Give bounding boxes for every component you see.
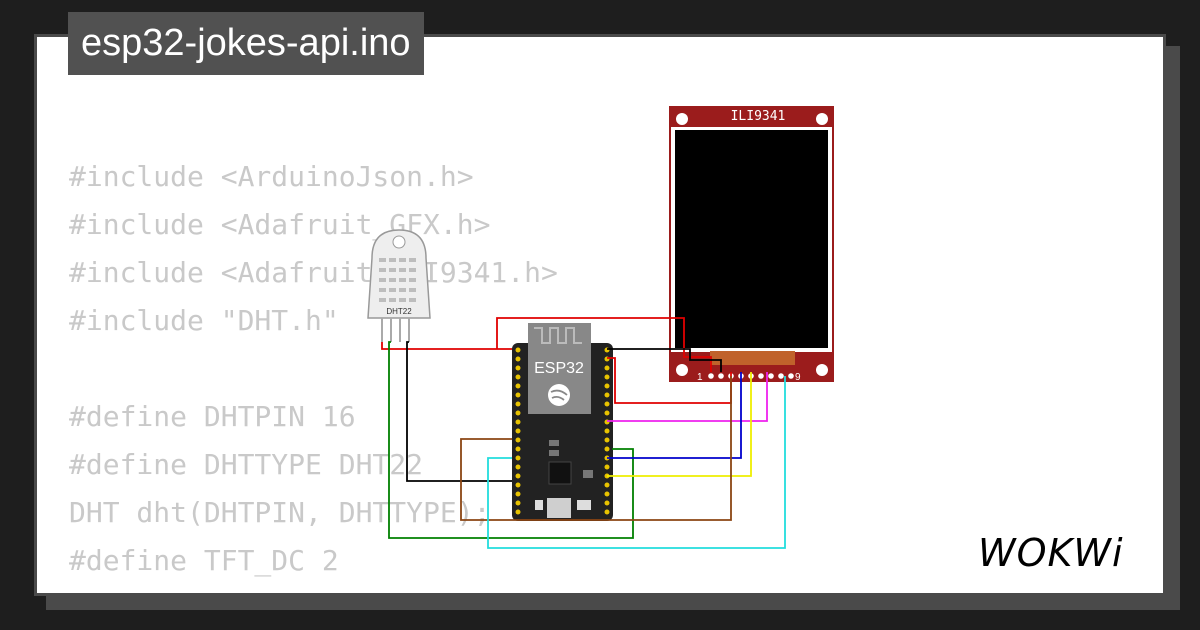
wire-yellow-tft-dc [607,372,752,477]
svg-text:WOKWi: WOKWi [978,531,1124,575]
esp32-board[interactable]: ESP32 [512,323,613,521]
code-snippet: #include <ArduinoJson.h> #include <Adafr… [69,153,558,593]
wire-green-dht-data [388,341,634,539]
wires [381,317,786,549]
code-line: #define DHTPIN 16 [69,400,356,433]
wire-blue-tft-mosi [607,372,742,459]
espressif-logo [548,384,570,406]
wire-cyan-tft-miso [487,376,786,549]
svg-text:1: 1 [697,372,703,383]
sensor-grille [379,258,416,302]
usb-chip [548,461,572,485]
sensor-pins [381,318,410,342]
dht22-sensor[interactable]: DHT22 [367,229,431,342]
wire-red-dht-vcc [381,342,512,350]
code-line: #include "DHT.h" [69,304,339,337]
ili9341-display[interactable]: ILI9341 1 9 [669,106,834,383]
display-label: ILI9341 [731,109,786,124]
esp32-pins [515,347,610,515]
code-line: #define TFT_CS 15 [69,585,558,593]
project-title: esp32-jokes-api.ino [68,12,424,75]
reset-button[interactable] [535,500,543,510]
code-line: #define DHTTYPE DHT22 [69,448,424,481]
wokwi-logo: WOKWi [978,531,1124,575]
code-line: #include <Adafruit_GFX.h> [69,208,491,241]
sensor-label: DHT22 [386,307,412,316]
code-line: DHT dht(DHTPIN, DHTTYPE); [69,496,491,529]
usb-port [547,498,571,518]
wire-black-dht-gnd [406,341,512,482]
boot-button[interactable] [577,500,591,510]
code-line: #include <ArduinoJson.h> [69,160,474,193]
display-screen [675,130,828,348]
code-line: #define TFT_DC 2 [69,544,339,577]
preview-card: #include <ArduinoJson.h> #include <Adafr… [34,34,1166,596]
wire-black-tft-gnd [607,348,722,372]
mcu-label: ESP32 [534,360,584,377]
wire-magenta-tft-sck [607,372,768,422]
wire-brown-tft-reset [460,376,732,521]
svg-text:9: 9 [795,372,801,383]
display-ribbon [710,351,795,365]
